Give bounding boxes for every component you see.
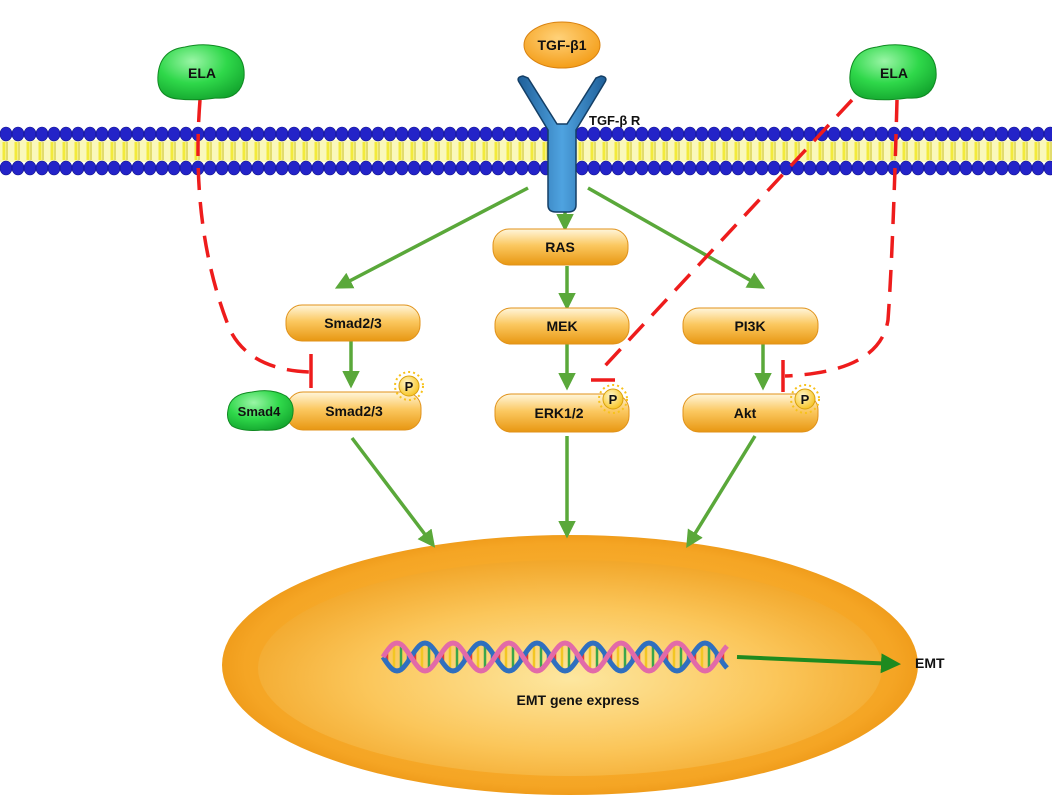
ela-left: ELA — [157, 44, 245, 101]
node-mek: MEK — [494, 307, 630, 345]
phospho-badge-erk: P — [598, 384, 628, 414]
gene-expression-label: EMT gene express — [517, 692, 640, 708]
phospho-label-smad: P — [405, 379, 414, 394]
node-ras: RAS — [492, 228, 629, 266]
arrow-receptor-to-pi3k — [587, 186, 766, 289]
ela-right-label: ELA — [880, 65, 908, 81]
node-akt: Akt — [682, 393, 819, 433]
inhibition-bars — [309, 354, 785, 392]
node-smad23-top: Smad2/3 — [285, 304, 421, 342]
arrow-dna-to-emt — [736, 653, 901, 674]
inhibit-ela-right-to-erk — [601, 98, 854, 370]
arrow-psmad-to-nucleus — [350, 436, 436, 548]
ela-left-label: ELA — [188, 65, 216, 81]
phospho-label-akt: P — [801, 392, 810, 407]
node-mek-label: MEK — [546, 318, 577, 334]
node-smad23-bottom-label: Smad2/3 — [325, 403, 383, 419]
phospho-badge-akt: P — [790, 384, 820, 414]
node-erk-label: ERK1/2 — [534, 405, 583, 421]
node-pi3k: PI3K — [682, 307, 819, 345]
node-smad4: Smad4 — [227, 390, 294, 431]
inhibit-ela-left-to-smad — [196, 99, 311, 374]
arrow-akt-to-nucleus — [686, 435, 757, 548]
activation-arrows — [334, 186, 772, 548]
dna-helix-icon — [380, 640, 729, 674]
node-akt-label: Akt — [734, 405, 757, 421]
receptor-label: TGF-β R — [589, 113, 641, 128]
node-smad23-top-label: Smad2/3 — [324, 315, 382, 331]
phospho-badge-smad: P — [394, 371, 424, 401]
inhibition-lines — [196, 98, 899, 378]
arrow-receptor-to-smad — [334, 186, 529, 289]
ligand-tgf-beta1: TGF-β1 — [523, 21, 601, 69]
node-erk: ERK1/2 — [494, 393, 630, 433]
node-smad4-label: Smad4 — [238, 404, 281, 419]
emt-outcome-label: EMT — [915, 655, 945, 671]
inhibit-ela-right-to-akt — [784, 99, 899, 378]
ela-right: ELA — [849, 44, 937, 101]
node-pi3k-label: PI3K — [734, 318, 765, 334]
ligand-label: TGF-β1 — [538, 37, 587, 53]
phospho-label-erk: P — [609, 392, 618, 407]
tgf-beta-receptor — [517, 75, 607, 213]
node-ras-label: RAS — [545, 239, 575, 255]
